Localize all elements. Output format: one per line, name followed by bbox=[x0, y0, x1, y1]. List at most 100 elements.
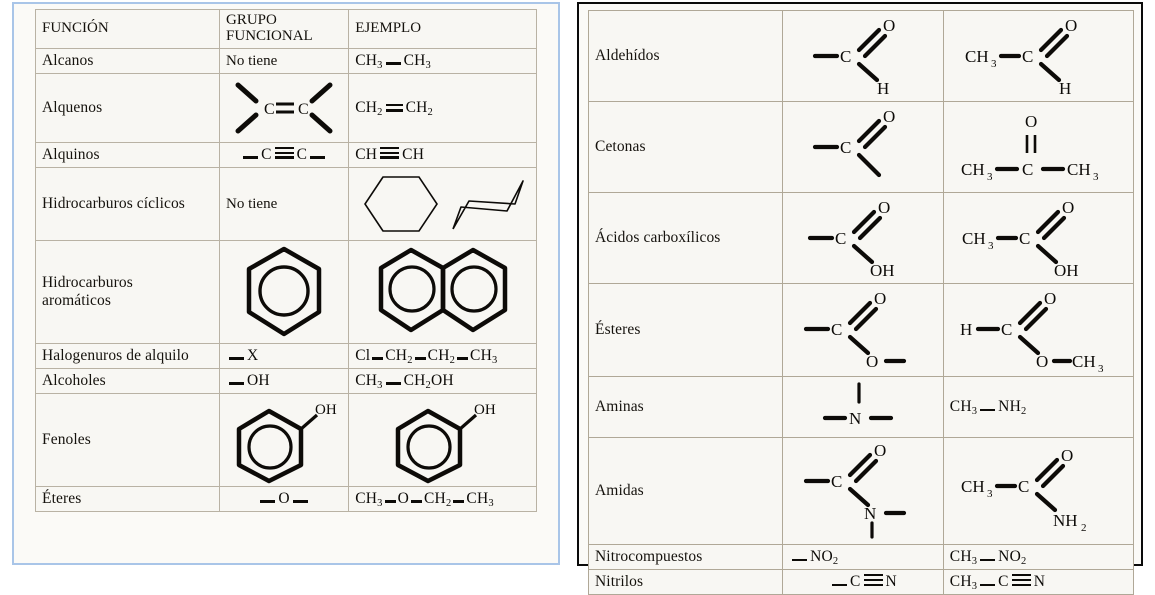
function-name-line2: aromáticos bbox=[42, 291, 112, 309]
function-name: Halogenuros de alquilo bbox=[42, 346, 189, 364]
svg-text:C: C bbox=[264, 101, 275, 118]
structure-carboxyl-group: C O OH bbox=[789, 196, 937, 280]
structure-aldehyde-group: C O H bbox=[789, 14, 937, 98]
svg-text:N: N bbox=[864, 504, 876, 523]
left-table-panel: FUNCIÓN GRUPO FUNCIONAL EJEMPLO Alcanos … bbox=[12, 2, 560, 565]
single-bond-icon bbox=[980, 583, 996, 586]
function-name: Aldehídos bbox=[595, 47, 660, 64]
function-name: Hidrocarburos cíclicos bbox=[42, 194, 185, 212]
cell-group: O bbox=[219, 485, 350, 512]
table-row: Fenoles OH bbox=[34, 392, 537, 487]
svg-text:H: H bbox=[877, 79, 889, 98]
group-no-tiene-text: No tiene bbox=[226, 195, 278, 212]
cell-function: Ésteres bbox=[587, 283, 784, 377]
cell-function: Alquenos bbox=[34, 72, 221, 143]
header-cell-group: GRUPO FUNCIONAL bbox=[219, 9, 350, 49]
svg-text:C: C bbox=[1019, 229, 1030, 248]
svg-text:O: O bbox=[1061, 446, 1073, 465]
function-name: Amidas bbox=[595, 482, 644, 499]
triple-bond-icon bbox=[1011, 574, 1031, 586]
single-bond-icon bbox=[384, 500, 396, 503]
svg-text:C: C bbox=[835, 229, 846, 248]
ester-group-icon: C O O bbox=[803, 289, 907, 371]
cell-example: CH 3 C O NH 2 bbox=[942, 437, 1135, 545]
single-bond-icon bbox=[243, 156, 259, 159]
svg-text:O: O bbox=[874, 441, 886, 460]
svg-text:O: O bbox=[1065, 16, 1077, 35]
cell-group: C O N bbox=[782, 437, 944, 545]
cell-example: O CH 3 C CH 3 bbox=[942, 101, 1135, 193]
table-row: Cetonas C O bbox=[587, 101, 1135, 193]
single-bond-icon bbox=[457, 357, 469, 360]
structure-methyl-formate: H C O O CH 3 bbox=[950, 287, 1127, 375]
structure-alkene: C C bbox=[226, 77, 342, 139]
cell-group: X bbox=[219, 342, 350, 369]
methyl-formate-icon: H C O O CH 3 bbox=[960, 289, 1104, 375]
single-bond-icon bbox=[385, 62, 401, 65]
single-bond-icon bbox=[229, 382, 245, 385]
cell-function: Aldehídos bbox=[587, 10, 784, 102]
group-nitro: NO2 bbox=[789, 548, 838, 567]
header-cell-example: EJEMPLO bbox=[348, 9, 537, 49]
table-header-row: FUNCIÓN GRUPO FUNCIONAL EJEMPLO bbox=[34, 9, 537, 49]
cell-function: Hidrocarburos cíclicos bbox=[34, 166, 221, 241]
svg-text:C: C bbox=[1018, 477, 1029, 496]
structure-phenol-example: OH bbox=[355, 397, 530, 484]
cell-function: Aminas bbox=[587, 376, 784, 438]
function-name: Fenoles bbox=[42, 430, 91, 448]
table-row: Amidas C O N bbox=[587, 437, 1135, 545]
cell-function: Nitrilos bbox=[587, 569, 784, 595]
left-functional-groups-table: FUNCIÓN GRUPO FUNCIONAL EJEMPLO Alcanos … bbox=[34, 9, 537, 512]
svg-text:O: O bbox=[874, 289, 886, 308]
benzene-ring-icon bbox=[246, 246, 322, 337]
svg-text:NH: NH bbox=[1053, 511, 1078, 530]
table-row: Ésteres C O O bbox=[587, 283, 1135, 377]
svg-text:OH: OH bbox=[474, 402, 496, 418]
acetaldehyde-icon: CH 3 C O H bbox=[965, 16, 1077, 98]
function-name: Alquinos bbox=[42, 145, 100, 163]
cell-function: Éteres bbox=[34, 485, 221, 512]
single-bond-icon bbox=[292, 500, 308, 503]
structure-acetaldehyde: CH 3 C O H bbox=[950, 14, 1127, 98]
function-name: Ésteres bbox=[595, 321, 641, 338]
structure-naphthalene bbox=[355, 244, 530, 340]
svg-text:H: H bbox=[960, 320, 972, 339]
header-example-label: EJEMPLO bbox=[355, 19, 422, 36]
svg-text:C: C bbox=[1001, 320, 1012, 339]
alkene-structure-icon: C C bbox=[235, 82, 333, 134]
svg-text:O: O bbox=[883, 107, 895, 126]
single-bond-icon bbox=[414, 357, 426, 360]
table-row: Aldehídos C O H bbox=[587, 10, 1135, 102]
cell-function: Alquinos bbox=[34, 141, 221, 168]
structure-ketone-group: C O bbox=[789, 105, 937, 189]
svg-text:CH: CH bbox=[1067, 160, 1091, 179]
function-name: Éteres bbox=[42, 489, 82, 507]
cell-function: Cetonas bbox=[587, 101, 784, 193]
svg-text:CH: CH bbox=[962, 229, 986, 248]
group-halide: X bbox=[226, 347, 258, 365]
phenol-ring-icon: OH bbox=[236, 402, 337, 484]
svg-text:3: 3 bbox=[987, 488, 993, 500]
svg-text:C: C bbox=[1022, 160, 1033, 179]
functional-groups-reference-sheet: FUNCIÓN GRUPO FUNCIONAL EJEMPLO Alcanos … bbox=[12, 2, 1143, 595]
single-bond-icon bbox=[372, 357, 384, 360]
function-name: Nitrocompuestos bbox=[595, 548, 703, 565]
svg-text:O: O bbox=[1044, 289, 1056, 308]
svg-text:O: O bbox=[1062, 198, 1074, 217]
right-table-panel: Aldehídos C O H bbox=[577, 2, 1143, 595]
single-bond-icon bbox=[980, 558, 996, 561]
cell-function: Nitrocompuestos bbox=[587, 544, 784, 570]
cell-function: Fenoles bbox=[34, 392, 221, 487]
function-name: Alcanos bbox=[42, 51, 94, 69]
